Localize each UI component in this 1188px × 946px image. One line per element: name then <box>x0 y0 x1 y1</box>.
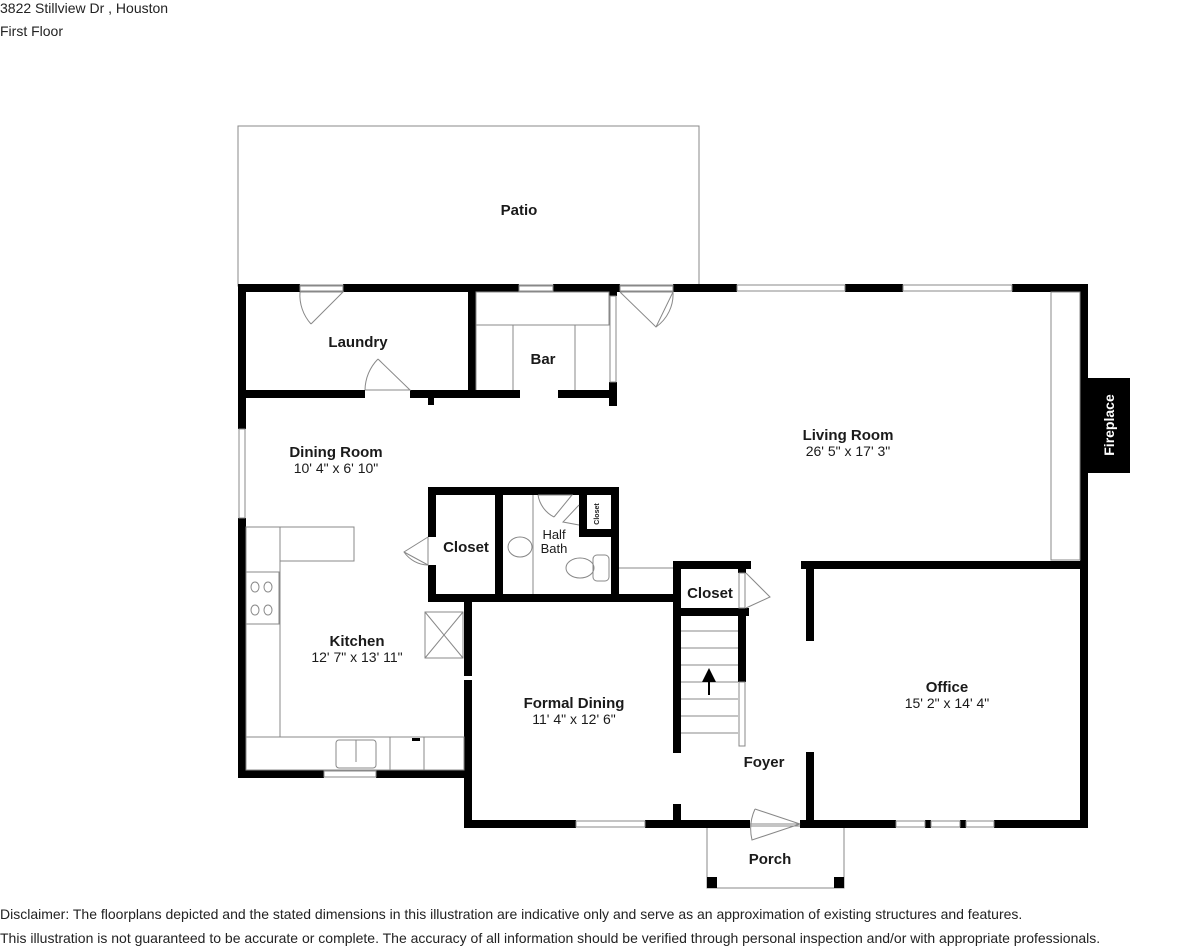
exterior-walls <box>238 284 1088 828</box>
living-room-label: Living Room <box>803 427 894 444</box>
fireplace-label: Fireplace <box>1101 394 1117 456</box>
office-dims: 15' 2" x 14' 4" <box>905 695 990 711</box>
porch-outline <box>706 825 845 889</box>
kitchen-label: Kitchen <box>329 633 384 650</box>
kitchen-dims: 12' 7" x 13' 11" <box>311 649 402 665</box>
bar-label: Bar <box>530 351 555 368</box>
closet-bath-label: Closet <box>594 503 601 525</box>
sink-basin <box>507 536 533 558</box>
half-bath-label-2: Bath <box>541 541 568 556</box>
doors <box>299 291 801 841</box>
toilet <box>565 557 595 579</box>
property-address: 3822 Stillview Dr , Houston <box>0 0 169 16</box>
fireplace: Fireplace <box>1088 378 1130 473</box>
porch-label: Porch <box>749 851 792 868</box>
laundry-label: Laundry <box>328 334 388 351</box>
up-arrow-icon <box>702 668 716 695</box>
stove <box>245 571 280 625</box>
windows <box>238 284 1081 828</box>
fridge <box>424 611 464 659</box>
foyer-label: Foyer <box>744 754 785 771</box>
bath-fixtures <box>507 495 610 594</box>
formal-dining-dims: 11' 4" x 12' 6" <box>532 711 616 727</box>
dining-room-label: Dining Room <box>289 444 382 461</box>
disclaimer-line-2: This illustration is not guaranteed to b… <box>0 930 1101 946</box>
half-bath-label-1: Half <box>542 527 566 542</box>
kitchen-fixtures <box>245 526 465 771</box>
office-label: Office <box>926 679 969 696</box>
bar-counters <box>475 291 610 390</box>
living-room-dims: 26' 5" x 17' 3" <box>806 443 891 459</box>
closet-foyer-label: Closet <box>687 585 733 602</box>
dining-room-dims: 10' 4" x 6' 10" <box>294 460 379 476</box>
interior-walls <box>238 284 1088 828</box>
disclaimer-line-1: Disclaimer: The floorplans depicted and … <box>0 906 1023 922</box>
formal-dining-label: Formal Dining <box>524 695 625 712</box>
stairs <box>681 630 738 734</box>
patio-label: Patio <box>501 202 538 219</box>
closet-dining-label: Closet <box>443 539 489 556</box>
patio-outline <box>237 125 700 287</box>
floor-label: First Floor <box>0 23 63 39</box>
